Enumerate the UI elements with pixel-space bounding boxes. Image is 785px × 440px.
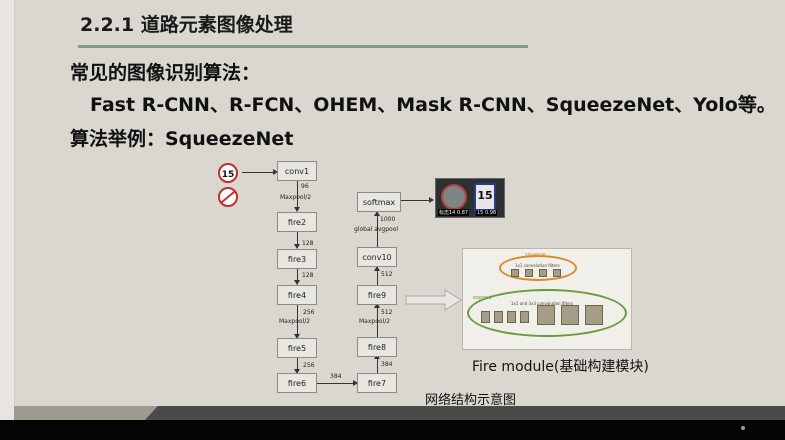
- expand-ellipse: [467, 289, 627, 337]
- edge-label: 384: [330, 373, 342, 380]
- algorithms-list: Fast R-CNN、R-FCN、OHEM、Mask R-CNN、Squeeze…: [90, 94, 776, 116]
- edge-arrowhead: [374, 211, 380, 216]
- edge-line: [297, 269, 298, 284]
- node-fire4: fire4: [277, 285, 317, 305]
- squeeze-filter: [525, 269, 533, 277]
- edge-line: [317, 383, 355, 384]
- node-fire6: fire6: [277, 373, 317, 393]
- example-heading: 算法举例：SqueezeNet: [70, 128, 294, 150]
- edge-line: [377, 306, 378, 337]
- edge-arrowhead: [294, 280, 300, 285]
- edge-arrowhead: [374, 303, 380, 308]
- speed-limit-sign-icon: 15: [218, 163, 238, 183]
- maxpool-label: Maxpool/2: [279, 318, 311, 325]
- network-caption: 网络结构示意图: [425, 393, 517, 408]
- node-fire7: fire7: [357, 373, 397, 393]
- edge-label: 512: [381, 309, 393, 316]
- edge-arrowhead: [294, 369, 300, 374]
- footer-band: [145, 406, 785, 420]
- section-title: 2.2.1 道路元素图像处理: [80, 14, 293, 36]
- edge-line: [297, 181, 298, 211]
- node-fire3: fire3: [277, 249, 317, 269]
- edge-label: 384: [381, 361, 393, 368]
- squeeze-filter: [539, 269, 547, 277]
- global-avgpool-label: global avgpool: [354, 226, 399, 233]
- detection-label: 15 0.98: [476, 210, 498, 216]
- expand-filter: [585, 305, 603, 325]
- edge-line: [377, 214, 378, 247]
- edge-arrowhead: [294, 244, 300, 249]
- expand-filter: [507, 311, 516, 323]
- node-fire2: fire2: [277, 212, 317, 232]
- footer-bar: [0, 420, 785, 440]
- squeeze-filter: [511, 269, 519, 277]
- squeeze-filter: [553, 269, 561, 277]
- node-fire8: fire8: [357, 337, 397, 357]
- edge-arrowhead: [294, 334, 300, 339]
- expand-filter: [481, 311, 490, 323]
- edge-arrowhead: [353, 380, 358, 386]
- slide-left-margin: [0, 0, 15, 440]
- input-arrow: [242, 172, 275, 173]
- expand-filter: [537, 305, 555, 325]
- detected-sign-icon: [441, 184, 467, 210]
- output-arrow: [401, 200, 431, 201]
- expand-subtitle: 1x1 and 3x3 convolution filters: [511, 301, 574, 306]
- detection-result-photo: 15 标志14 0.87 15 0.98: [435, 178, 505, 218]
- hollow-arrow-icon: [405, 289, 462, 311]
- fire-module-caption: Fire module(基础构建模块): [472, 359, 649, 375]
- squeeze-title: squeeze: [525, 252, 546, 258]
- expand-filter: [494, 311, 503, 323]
- edge-line: [297, 358, 298, 372]
- node-fire5: fire5: [277, 338, 317, 358]
- edge-arrowhead: [294, 207, 300, 212]
- edge-arrowhead: [374, 266, 380, 271]
- no-entry-sign-icon: [218, 187, 238, 207]
- expand-filter: [561, 305, 579, 325]
- expand-filter: [520, 311, 529, 323]
- edge-label: 1000: [380, 216, 396, 223]
- title-underline: [78, 45, 528, 48]
- edge-line: [297, 305, 298, 337]
- squeeze-subtitle: 1x1 convolution filters: [515, 263, 560, 268]
- node-conv10: conv10: [357, 247, 397, 267]
- algorithms-heading: 常见的图像识别算法：: [70, 62, 261, 84]
- input-arrowhead: [273, 169, 278, 175]
- edge-line: [377, 357, 378, 373]
- output-arrowhead: [429, 197, 434, 203]
- edge-line: [297, 232, 298, 247]
- node-softmax: softmax: [357, 192, 401, 212]
- slide-indicator-dot: [741, 426, 745, 430]
- edge-line: [377, 269, 378, 285]
- edge-label: 256: [303, 309, 315, 316]
- detected-speed-sign: 15: [474, 183, 496, 211]
- maxpool-label: Maxpool/2: [359, 318, 391, 325]
- edge-label: 128: [302, 240, 314, 247]
- node-fire9: fire9: [357, 285, 397, 305]
- edge-label: 96: [301, 183, 309, 190]
- squeeze-ellipse: [499, 255, 577, 281]
- maxpool-label: Maxpool/2: [280, 194, 312, 201]
- fire-module-panel: squeeze 1x1 convolution filters expand 1…: [462, 248, 632, 350]
- edge-label: 128: [302, 272, 314, 279]
- detection-label: 标志14 0.87: [438, 209, 470, 216]
- edge-label: 256: [303, 362, 315, 369]
- edge-label: 512: [381, 271, 393, 278]
- node-conv1: conv1: [277, 161, 317, 181]
- expand-title: expand: [473, 295, 492, 301]
